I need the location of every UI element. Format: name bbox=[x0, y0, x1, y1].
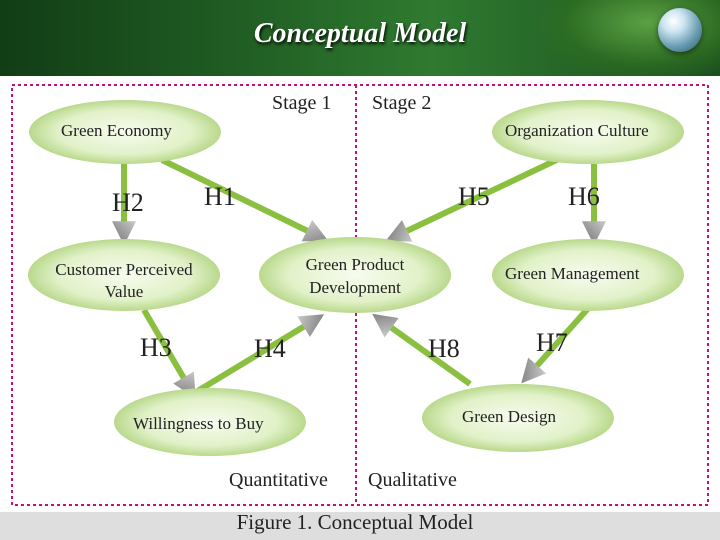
header-banner bbox=[0, 0, 720, 76]
green-economy-label: Green Economy bbox=[61, 121, 172, 140]
customer-perceived-value-line2: Value bbox=[104, 282, 144, 301]
stage-1-label: Stage 1 bbox=[272, 92, 332, 114]
node-customer-perceived-value bbox=[28, 239, 220, 311]
page-title: Conceptual Model bbox=[253, 18, 467, 49]
hypothesis-h3: H3 bbox=[140, 333, 172, 362]
qualitative-label: Qualitative bbox=[368, 469, 457, 491]
arrow-h5 bbox=[385, 153, 567, 242]
green-product-development-line1: Green Product bbox=[305, 255, 405, 274]
customer-perceived-value-line1: Customer Perceived bbox=[55, 260, 193, 279]
quantitative-label: Quantitative bbox=[229, 469, 328, 491]
green-product-development-line2: Development bbox=[309, 278, 401, 297]
hypothesis-h8: H8 bbox=[428, 334, 460, 363]
arrow-h1 bbox=[160, 157, 329, 242]
dashed-frame bbox=[11, 84, 709, 506]
hypothesis-h7: H7 bbox=[536, 328, 568, 357]
stage-2-label: Stage 2 bbox=[372, 92, 432, 114]
willingness-to-buy-label: Willingness to Buy bbox=[133, 414, 264, 433]
customer-perceived-value-label: Customer Perceived Value bbox=[28, 259, 220, 303]
footer-bar bbox=[0, 512, 720, 540]
node-organization-culture bbox=[492, 100, 684, 164]
node-willingness-to-buy bbox=[114, 388, 306, 456]
node-green-product-development bbox=[259, 237, 451, 313]
node-green-management bbox=[492, 239, 684, 311]
green-design-label: Green Design bbox=[462, 407, 556, 426]
arrow-h4 bbox=[194, 314, 325, 395]
hypothesis-h6: H6 bbox=[568, 182, 600, 211]
arrow-h7 bbox=[521, 302, 595, 384]
hypothesis-h2: H2 bbox=[112, 188, 144, 217]
water-drop-icon bbox=[658, 8, 702, 52]
hypothesis-h5: H5 bbox=[458, 182, 490, 211]
green-management-label: Green Management bbox=[505, 264, 640, 283]
node-green-economy bbox=[29, 100, 221, 164]
green-product-development-label: Green Product Development bbox=[259, 253, 451, 299]
figure-caption: Figure 1. Conceptual Model bbox=[236, 510, 474, 534]
arrow-h8 bbox=[372, 313, 472, 387]
hypothesis-h1: H1 bbox=[204, 182, 236, 211]
arrow-h3 bbox=[141, 308, 196, 399]
node-green-design bbox=[422, 384, 614, 452]
hypothesis-h4: H4 bbox=[254, 334, 286, 363]
organization-culture-label: Organization Culture bbox=[505, 121, 649, 140]
